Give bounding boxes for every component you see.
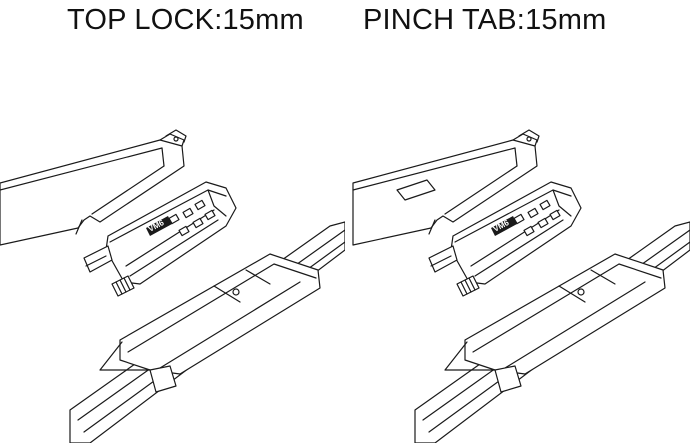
arm-lock-hook [519,130,539,142]
arm-lock-hook [166,130,186,142]
adapter-clip: VM6 [84,182,236,296]
adapter-clip: VM6 [429,182,581,296]
title-top-lock: TOP LOCK:15mm [67,4,304,36]
wiper-arm [353,134,537,245]
wiper-blade [415,222,690,443]
diagram-pinch-tab: VM6 [345,70,690,443]
title-pinch-tab: PINCH TAB:15mm [363,4,607,36]
wiper-arm [0,134,184,245]
diagram-top-lock: VM6 [0,70,345,443]
arm-pinch-window [397,180,435,200]
wiper-blade [70,222,345,443]
